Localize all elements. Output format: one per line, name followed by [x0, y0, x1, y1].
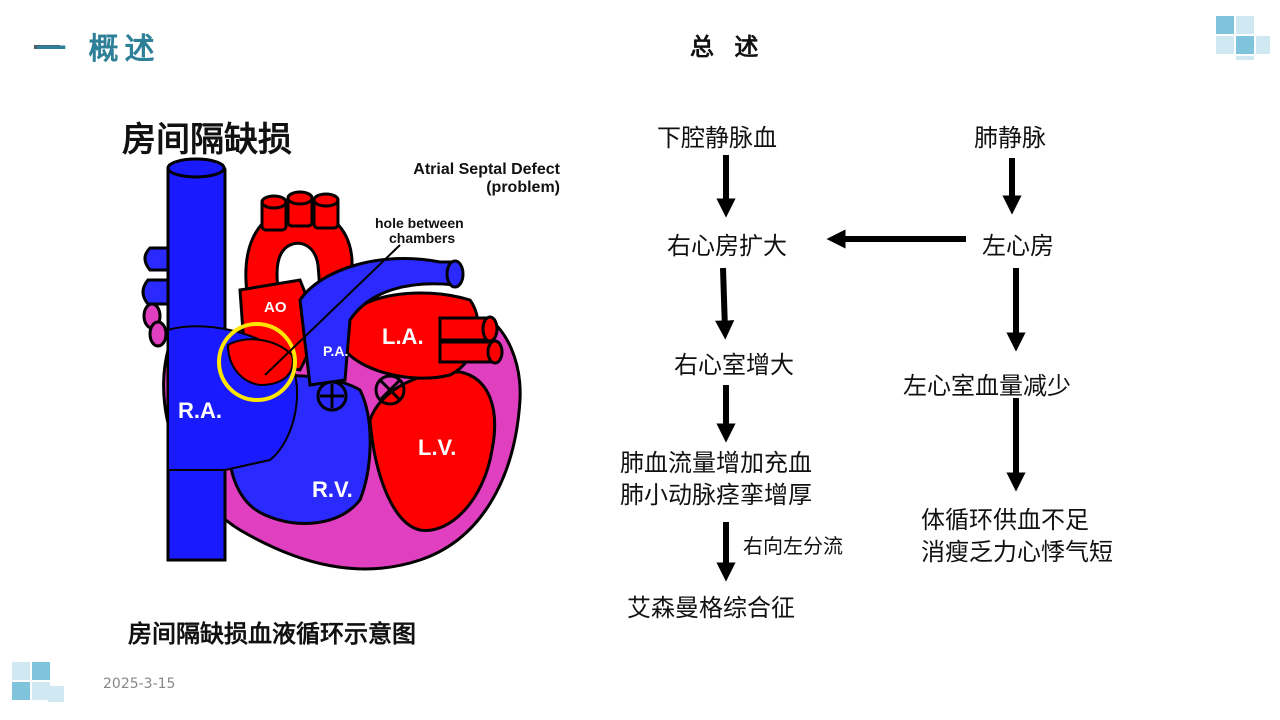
node-systemic-effects: 体循环供血不足 消瘦乏力心悸气短 [921, 504, 1113, 568]
hole-label-line1: hole between [375, 215, 464, 231]
eng-title-line2: (problem) [486, 179, 560, 196]
label-ra: R.A. [178, 398, 222, 423]
pulm-line1: 肺血流量增加充血 [620, 449, 812, 477]
eng-title-line1: Atrial Septal Defect [413, 161, 560, 178]
systemic-line1: 体循环供血不足 [921, 506, 1089, 534]
node-left-atrium: 左心房 [982, 232, 1054, 260]
aortic-branches [260, 190, 340, 232]
date-footer: 2025-3-15 [103, 676, 176, 692]
svc-top [166, 157, 226, 179]
node-lv-reduced: 左心室血量减少 [903, 372, 1071, 400]
pa-branch-end [445, 259, 465, 289]
arrow-ra-to-rv [715, 267, 735, 340]
tiles-top-right-icon [1216, 16, 1270, 60]
hole-leader-line [264, 244, 401, 376]
heart-title: 房间隔缺损 [122, 120, 292, 160]
pink-veins-left [142, 302, 168, 348]
node-rv-enlarged: 右心室增大 [674, 351, 794, 379]
node-pulmonary-vein: 肺静脉 [974, 124, 1046, 152]
label-lv: L.V. [418, 435, 456, 460]
label-rv: R.V. [312, 477, 353, 502]
septal-defect-flow [226, 338, 294, 387]
node-ivc-blood: 下腔静脉血 [657, 124, 777, 152]
label-la: L.A. [382, 324, 424, 349]
node-ra-enlarged: 右心房扩大 [667, 232, 787, 260]
valves [316, 374, 406, 412]
section-title: 一 概述 [36, 32, 161, 67]
defect-highlight-circle [217, 322, 297, 402]
tiles-bottom-left-icon [12, 662, 64, 702]
systemic-line2: 消瘦乏力心悸气短 [921, 538, 1113, 566]
header-dash [34, 45, 60, 49]
pulm-line2: 肺小动脉痉挛增厚 [620, 481, 812, 509]
label-pa: P.A. [323, 343, 348, 359]
node-pulmonary-effects: 肺血流量增加充血 肺小动脉痉挛增厚 [620, 447, 812, 511]
node-eisenmenger: 艾森曼格综合征 [627, 594, 795, 622]
edge-label-shunt: 右向左分流 [743, 534, 843, 558]
hole-label-line2: chambers [389, 230, 455, 246]
pulmonary-veins-right [438, 315, 504, 365]
figure-caption: 房间隔缺损血液循环示意图 [128, 620, 416, 648]
label-ao: AO [264, 299, 287, 316]
page-title: 总 述 [690, 33, 765, 61]
